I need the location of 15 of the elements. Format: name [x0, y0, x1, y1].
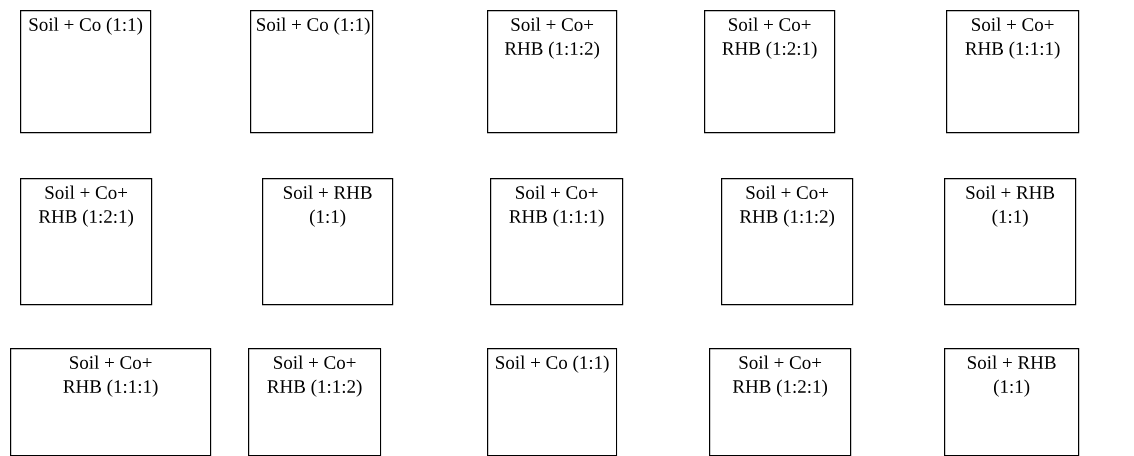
sample-box: Soil + RHB (1:1): [944, 348, 1080, 456]
sample-box: Soil + Co+ RHB (1:1:1): [946, 10, 1080, 134]
sample-box: Soil + Co+ RHB (1:1:2): [721, 178, 854, 306]
sample-box: Soil + Co (1:1): [20, 10, 152, 134]
sample-box: Soil + RHB (1:1): [262, 178, 394, 306]
sample-box: Soil + Co+ RHB (1:2:1): [20, 178, 153, 306]
sample-box: Soil + RHB (1:1): [944, 178, 1077, 306]
sample-box: Soil + Co+ RHB (1:1:2): [248, 348, 382, 456]
sample-box: Soil + Co+ RHB (1:2:1): [709, 348, 852, 456]
sample-box: Soil + Co+ RHB (1:2:1): [704, 10, 836, 134]
sample-box: Soil + Co+ RHB (1:1:2): [487, 10, 618, 134]
sample-box: Soil + Co (1:1): [250, 10, 374, 134]
sample-box: Soil + Co+ RHB (1:1:1): [490, 178, 624, 306]
sample-box: Soil + Co+ RHB (1:1:1): [10, 348, 212, 456]
sample-box: Soil + Co (1:1): [487, 348, 618, 456]
